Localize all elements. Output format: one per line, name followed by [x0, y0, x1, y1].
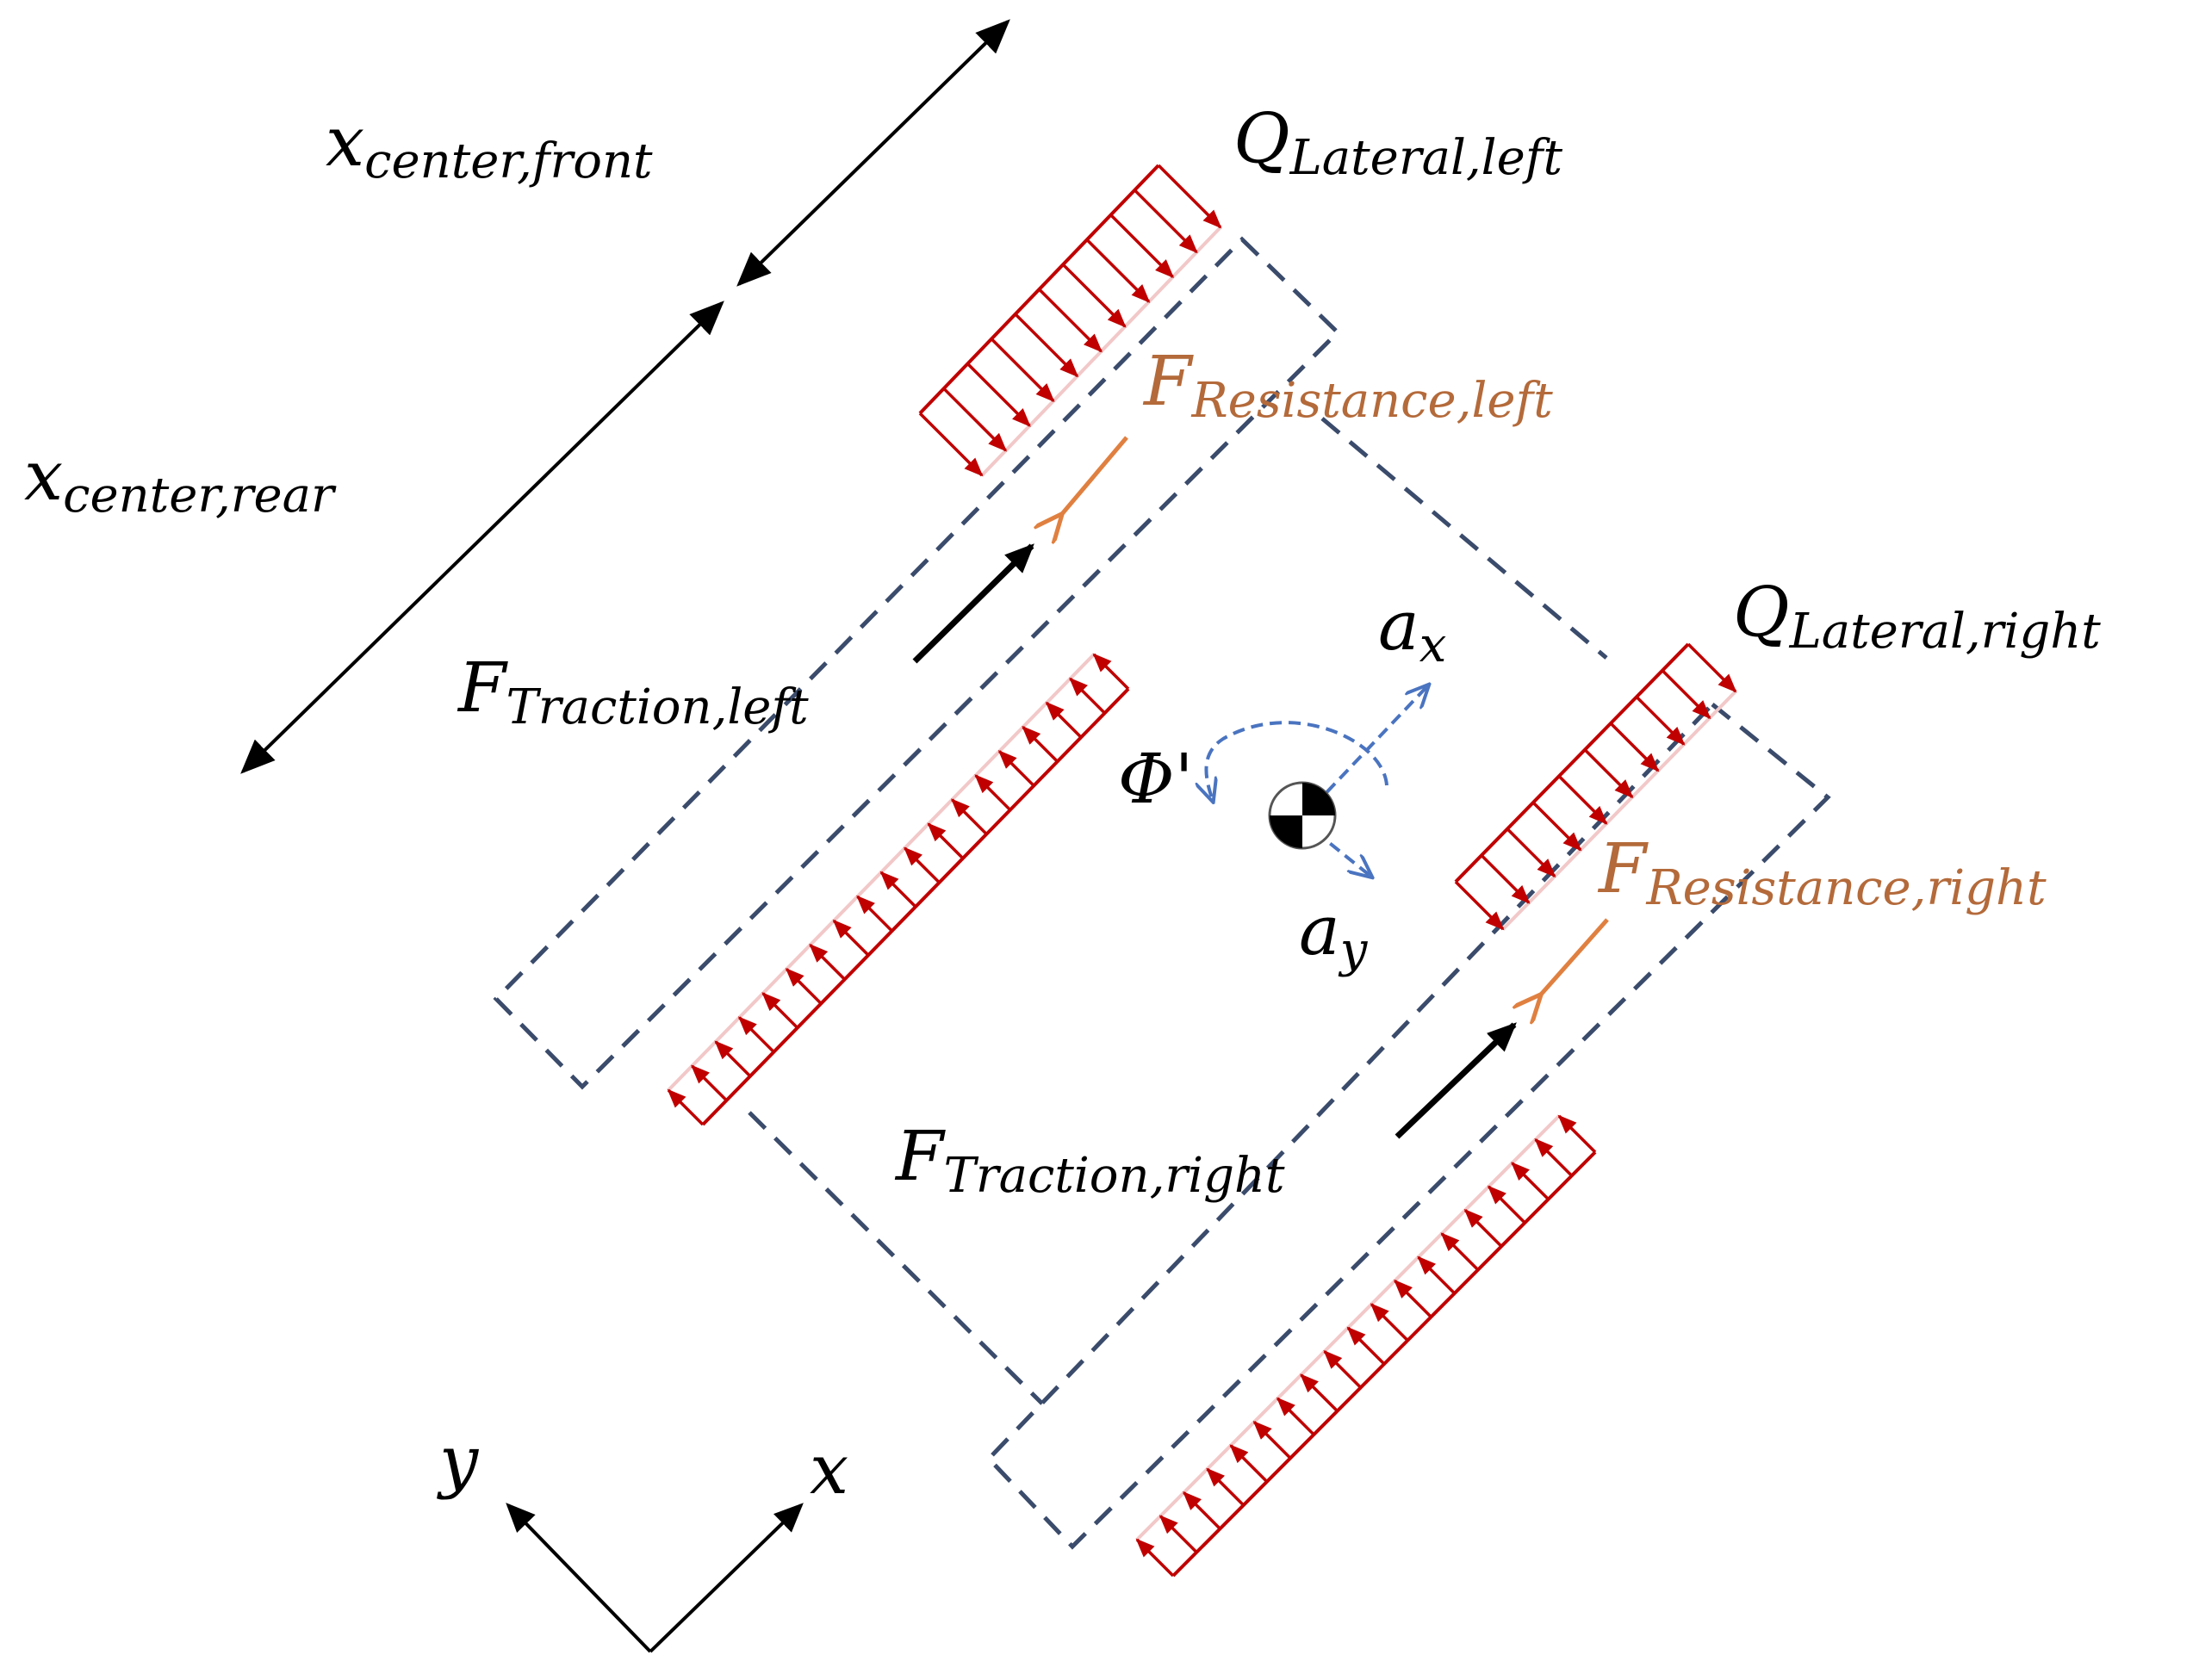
lateral-left-rear-arrow — [832, 919, 870, 957]
lateral-left-rear-arrow — [997, 750, 1035, 787]
lateral-left-front-group — [918, 164, 1222, 477]
lateral-right-front-arrow — [1687, 642, 1737, 693]
f-traction-left-label: FTraction,left — [457, 648, 809, 735]
lateral-left-rear-arrow — [974, 774, 1012, 811]
lateral-left-front-arrow — [1038, 288, 1103, 353]
lateral-left-rear-arrow — [714, 1040, 752, 1078]
lateral-right-front-tip-line — [1501, 690, 1737, 931]
f-traction-right-label: FTraction,right — [894, 1116, 1285, 1204]
lateral-right-rear-group — [1135, 1114, 1597, 1578]
lateral-left-front-arrow — [966, 363, 1031, 427]
lateral-right-rear-arrow — [1511, 1162, 1550, 1200]
lateral-left-rear-arrow — [691, 1064, 728, 1102]
a-y-label: ay — [1299, 890, 1369, 978]
lateral-left-rear-arrow — [737, 1016, 775, 1053]
lateral-right-front-arrow — [1454, 880, 1505, 931]
center-of-gravity-icon — [1268, 781, 1337, 850]
x-center-front-dimension-arrow — [736, 19, 1010, 287]
lateral-left-front-arrow — [1061, 263, 1127, 328]
lateral-right-front-arrow — [1506, 828, 1556, 878]
axis-y-label: y — [437, 1421, 480, 1501]
q-lateral-right-label: QLateral,right — [1733, 572, 2101, 660]
x-center-front-label: xcenter,front — [326, 102, 653, 189]
lateral-right-rear-arrow — [1229, 1444, 1269, 1483]
lateral-right-front-arrow — [1480, 854, 1531, 904]
lateral-right-rear-arrow — [1534, 1138, 1574, 1177]
lateral-left-rear-arrow — [809, 943, 846, 981]
axis-x-label: x — [810, 1429, 848, 1510]
lateral-left-front-arrow — [1109, 214, 1175, 279]
lateral-left-rear-arrow — [1045, 701, 1083, 739]
vehicle-body-edge-bottom — [748, 1111, 1044, 1405]
lateral-left-rear-arrow — [785, 968, 823, 1005]
lateral-right-rear-arrow — [1346, 1326, 1386, 1366]
lateral-left-front-arrow — [990, 338, 1055, 403]
lateral-load-arrows — [667, 164, 1737, 1578]
acceleration-vectors — [1206, 685, 1428, 877]
lateral-right-front-arrow — [1557, 775, 1608, 825]
f-resistance-left-label: FResistance,left — [1142, 341, 1553, 429]
lateral-right-rear-arrow — [1557, 1114, 1597, 1154]
coordinate-axes — [506, 1503, 804, 1653]
lateral-right-rear-arrow — [1394, 1279, 1432, 1318]
lateral-left-front-arrow — [1014, 313, 1079, 378]
lateral-right-rear-arrow — [1300, 1373, 1339, 1412]
lateral-right-front-base-line — [1454, 642, 1690, 883]
lateral-right-rear-arrow — [1440, 1232, 1480, 1271]
lateral-right-rear-arrow — [1417, 1255, 1456, 1295]
left-track-outline — [493, 236, 1341, 1090]
lateral-left-rear-arrow — [856, 895, 893, 933]
yaw-rate-label: Φ' — [1118, 739, 1194, 819]
vehicle-body-edge-top — [1320, 417, 1608, 660]
lateral-left-rear-arrow — [1022, 725, 1059, 763]
axis-y-arrow — [506, 1503, 652, 1653]
right-track-outline — [985, 701, 1831, 1550]
lateral-left-rear-arrow — [904, 846, 941, 884]
lateral-left-front-arrow — [1085, 239, 1151, 303]
vehicle-outline — [493, 236, 1831, 1550]
lateral-left-front-arrow — [1157, 164, 1222, 229]
lateral-left-front-arrow — [918, 412, 984, 477]
lateral-right-rear-arrow — [1159, 1515, 1198, 1553]
lateral-left-rear-arrow — [950, 798, 988, 835]
lateral-right-front-arrow — [1531, 801, 1582, 852]
lateral-right-rear-arrow — [1206, 1467, 1245, 1507]
lateral-left-rear-arrow — [667, 1088, 705, 1126]
lateral-left-rear-group — [667, 653, 1130, 1126]
lateral-left-front-arrow — [942, 387, 1008, 452]
resistance-right-arrow — [1540, 918, 1609, 995]
lateral-left-rear-arrow — [927, 822, 965, 860]
f-resistance-right-label: FResistance,right — [1597, 828, 2047, 916]
lateral-right-rear-arrow — [1370, 1303, 1409, 1342]
lateral-right-rear-arrow — [1487, 1185, 1526, 1224]
lateral-left-rear-arrow — [879, 871, 917, 908]
lateral-right-rear-arrow — [1463, 1208, 1503, 1248]
lateral-left-front-arrow — [1134, 189, 1198, 254]
traction-right-arrow — [1395, 1022, 1517, 1139]
lateral-right-front-arrow — [1661, 669, 1711, 720]
lateral-right-rear-arrow — [1183, 1491, 1221, 1530]
lateral-right-front-arrow — [1635, 696, 1686, 746]
axis-x-arrow — [649, 1503, 804, 1653]
lateral-right-rear-arrow — [1252, 1420, 1292, 1460]
lateral-right-front-group — [1454, 642, 1737, 931]
lateral-right-rear-arrow — [1276, 1397, 1315, 1436]
ay-arrow — [1299, 818, 1371, 877]
lateral-right-front-arrow — [1609, 722, 1660, 772]
resistance-left-arrow — [1061, 436, 1128, 515]
lateral-left-rear-arrow — [1092, 653, 1130, 691]
traction-left-arrow — [912, 543, 1034, 664]
lateral-right-rear-arrow — [1135, 1538, 1175, 1578]
lateral-right-rear-arrow — [1323, 1349, 1363, 1389]
x-center-rear-label: xcenter,rear — [24, 436, 337, 524]
q-lateral-left-label: QLateral,left — [1233, 98, 1562, 186]
lateral-right-front-arrow — [1583, 748, 1634, 799]
lateral-left-rear-arrow — [761, 992, 799, 1029]
yaw-rate-arc — [1206, 721, 1388, 801]
x-center-rear-dimension-arrow — [240, 301, 724, 774]
a-x-label: ax — [1378, 586, 1446, 673]
lateral-left-rear-arrow — [1069, 677, 1106, 715]
